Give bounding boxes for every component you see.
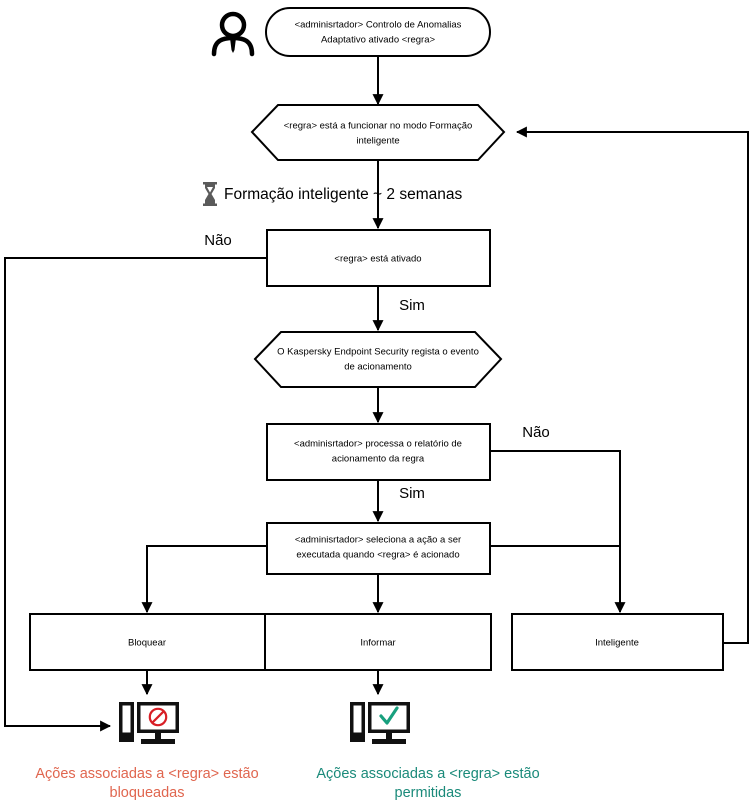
node-training-mode-line1: <regra> está a funcionar no modo Formaçã… [284, 121, 473, 132]
node-rule-enabled[interactable]: <regra> está ativado [266, 229, 491, 287]
connector-action-to-bloquear [141, 545, 267, 614]
connector-report-no [490, 450, 626, 614]
caption-blocked-line1: Ações associadas a <regra> estão [35, 766, 258, 782]
node-smart-training-mode[interactable]: <regra> está a funcionar no modo Formaçã… [250, 104, 506, 161]
computer-blocked-icon [119, 702, 179, 744]
connector-inteligente-loopback [515, 126, 749, 644]
branch-label-report-no: Não [522, 424, 550, 441]
node-select-action-line1: <adminisrtador> seleciona a ação a ser [295, 535, 461, 546]
hourglass-icon [203, 182, 217, 206]
node-start-line2: Adaptativo ativado <regra> [321, 35, 436, 46]
node-bloquear-label: Bloquear [128, 638, 166, 649]
node-select-action-line2: executada quando <regra> é acionado [296, 550, 459, 561]
branch-label-rule-enabled-no: Não [204, 232, 232, 249]
node-informar-label: Informar [360, 638, 395, 649]
node-kes-line2: de acionamento [344, 362, 412, 373]
caption-allowed-line2: permitidas [395, 785, 462, 801]
node-report-line2: acionamento da regra [332, 454, 425, 465]
node-admin-selects-action[interactable]: <adminisrtador> seleciona a ação a ser e… [266, 522, 491, 575]
node-start[interactable]: <adminisrtador> Controlo de Anomalias Ad… [265, 7, 491, 57]
branch-label-rule-enabled-yes: Sim [399, 297, 425, 314]
training-duration-note: Formação inteligente ~ 2 semanas [224, 186, 462, 203]
node-rule-enabled-label: <regra> está ativado [334, 254, 421, 265]
node-start-line1: <adminisrtador> Controlo de Anomalias [295, 20, 462, 31]
caption-blocked-line2: bloqueadas [110, 785, 185, 801]
computer-allowed-icon [350, 702, 410, 744]
branch-label-report-yes: Sim [399, 485, 425, 502]
connector-rule-enabled-no [4, 257, 267, 732]
person-icon [211, 11, 255, 57]
node-kes-line1: O Kaspersky Endpoint Security regista o … [277, 347, 479, 358]
node-kes-logs-event[interactable]: O Kaspersky Endpoint Security regista o … [253, 331, 503, 388]
node-training-mode-line2: inteligente [356, 136, 399, 147]
node-action-informar[interactable]: Informar [264, 613, 492, 671]
node-action-inteligente[interactable]: Inteligente [511, 613, 724, 671]
caption-allowed-line1: Ações associadas a <regra> estão [316, 766, 539, 782]
node-admin-processes-report[interactable]: <adminisrtador> processa o relatório de … [266, 423, 491, 481]
node-action-bloquear[interactable]: Bloquear [29, 613, 266, 671]
node-report-line1: <adminisrtador> processa o relatório de [294, 439, 462, 450]
node-inteligente-label: Inteligente [595, 638, 639, 649]
